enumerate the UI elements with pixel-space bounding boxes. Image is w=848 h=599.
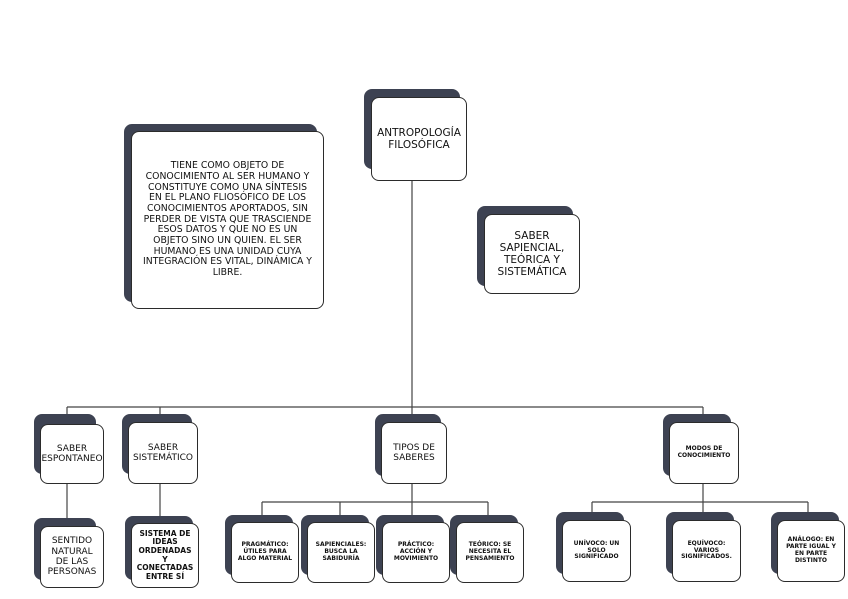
node-equivoco-label: EQUÍVOCO: VARIOS SIGNIFICADOS. (672, 520, 741, 582)
node-sistema-ideas-label: SISTEMA DE IDEAS ORDENADAS Y CONECTADAS … (131, 523, 199, 588)
node-tipos-saberes-label: TIPOS DE SABERES (381, 422, 447, 484)
node-modos-conocimiento-label: MODOS DE CONOCIMIENTO (669, 422, 739, 484)
node-saber-sistematico-label: SABER SISTEMÁTICO (128, 422, 198, 484)
node-practico-label: PRÁCTICO: ACCIÓN Y MOVIMIENTO (382, 522, 450, 583)
node-teorico-label: TEÓRICO: SE NECESITA EL PENSAMIENTO (456, 522, 524, 583)
node-saber-espontaneo-label: SABER ESPONTANEO (40, 424, 104, 484)
node-saber-sapiencial-label: SABER SAPIENCIAL, TEÓRICA Y SISTEMÁTICA (484, 214, 580, 294)
node-sapienciales-label: SAPIENCIALES: BUSCA LA SABIDURÍA (307, 522, 375, 583)
node-description-label: TIENE COMO OBJETO DE CONOCIMIENTO AL SER… (131, 131, 324, 309)
node-antropologia-label: ANTROPOLOGÍA FILOSÓFICA (371, 97, 467, 181)
node-pragmatico-label: PRAGMÁTICO: ÚTILES PARA ALGO MATERIAL (231, 522, 299, 583)
node-sentido-natural-label: SENTIDO NATURAL DE LAS PERSONAS (40, 526, 104, 588)
node-univoco-label: UNÍVOCO: UN SOLO SIGNIFICADO (562, 520, 631, 582)
node-analogo-label: ANÁLOGO: EN PARTE IGUAL Y EN PARTE DISTI… (777, 520, 845, 582)
